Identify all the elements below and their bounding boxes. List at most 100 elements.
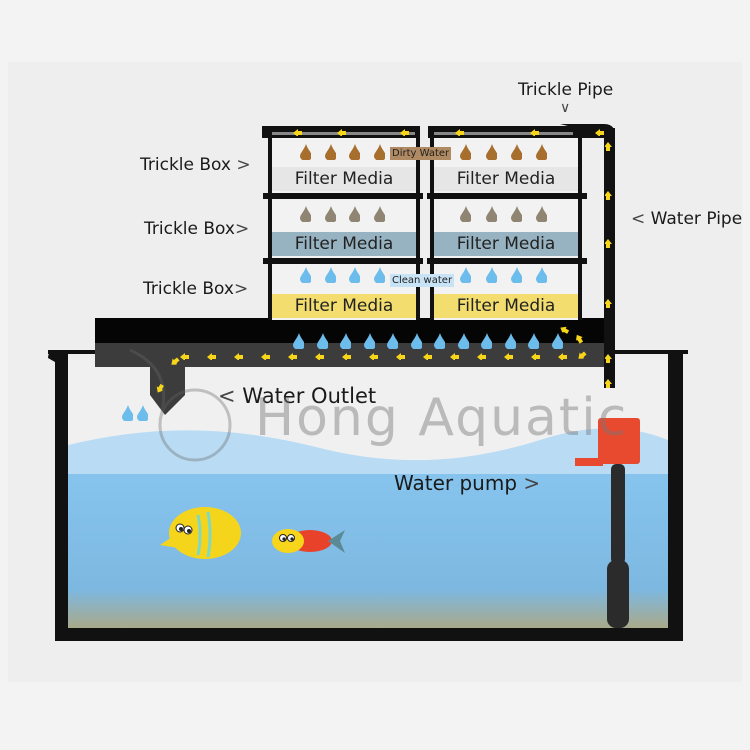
- yellow-fish: [160, 507, 241, 559]
- flow-arrow-icon: [234, 353, 243, 360]
- flow-arrow-icon: [423, 353, 432, 360]
- droplet-icon: [374, 206, 385, 222]
- flow-arrow-icon: [558, 353, 567, 360]
- chevron-right-icon: >: [517, 471, 541, 495]
- droplet-icon: [387, 333, 398, 349]
- trickle-pipe-label: Trickle Pipe: [518, 80, 613, 100]
- flow-arrow-icon: [605, 239, 612, 248]
- flow-arrow-icon: [207, 353, 216, 360]
- droplet-icon: [486, 144, 497, 160]
- flow-arrow-icon: [455, 129, 464, 136]
- droplet-icon: [349, 267, 360, 283]
- trickle-pipe-text: Trickle Pipe: [518, 80, 614, 100]
- droplet-icon: [536, 267, 547, 283]
- filter-media-bottom-left: Filter Media: [272, 294, 416, 318]
- droplet-icon: [293, 333, 304, 349]
- droplet-icon: [434, 333, 445, 349]
- flow-arrow-icon: [531, 353, 540, 360]
- droplet-icon: [551, 333, 563, 349]
- box-post: [430, 132, 434, 320]
- flow-arrow-icon: [605, 299, 612, 308]
- water-pump-text: Water pump: [394, 471, 518, 495]
- droplet-icon: [481, 333, 492, 349]
- droplet-icon: [325, 206, 336, 222]
- flow-arrow-icon: [315, 353, 324, 360]
- box-shelf: [263, 193, 423, 199]
- droplet-icon: [511, 206, 522, 222]
- droplet-icon: [122, 405, 133, 421]
- flow-arrow-icon: [605, 191, 612, 200]
- filter-media-mid-right: Filter Media: [434, 232, 578, 256]
- flow-arrow-icon: [180, 353, 189, 360]
- trickle-box-left: [270, 138, 416, 320]
- chevron-right-icon: >: [233, 279, 249, 299]
- droplet-icon: [300, 267, 311, 283]
- chevron-right-icon: >: [230, 155, 251, 175]
- tank-wall-left: [48, 350, 68, 640]
- flow-arrow-icon: [261, 353, 270, 360]
- tank-wall-bottom: [55, 628, 683, 641]
- flow-arrow-icon: [400, 129, 409, 136]
- chevron-right-icon: >: [234, 219, 250, 239]
- droplet-icon: [374, 144, 385, 160]
- droplet-icon: [457, 333, 469, 349]
- droplet-icon: [486, 206, 497, 222]
- trickle-box-right: [432, 138, 580, 320]
- flow-arrow-icon: [595, 129, 604, 136]
- water-pump-label: Water pump >: [394, 471, 540, 495]
- box-post: [268, 132, 272, 320]
- flow-arrow-icon: [171, 356, 181, 365]
- flow-arrow-icon: [342, 353, 351, 360]
- water-pump-body: [598, 418, 640, 464]
- trickle-box-text: Trickle Box: [144, 219, 235, 239]
- watermark-text: Hong Aquatic: [255, 388, 629, 448]
- droplet-icon: [528, 333, 539, 349]
- flow-arrow-icon: [605, 354, 612, 363]
- filter-media-top-left: Filter Media: [272, 167, 416, 191]
- droplet-icon: [340, 333, 351, 349]
- trickle-box-text: Trickle Box: [140, 155, 231, 175]
- flow-arrow-icon: [575, 334, 584, 345]
- trickle-box-text: Trickle Box: [143, 279, 234, 299]
- flow-arrow-icon: [156, 382, 165, 393]
- flow-arrow-icon: [605, 379, 612, 388]
- outlet-channel: [95, 343, 612, 367]
- flow-arrow-icon: [337, 129, 346, 136]
- droplet-icon: [460, 267, 471, 283]
- dirty-water-tag: Dirty Water: [390, 147, 452, 160]
- pump-intake-tube: [611, 464, 625, 564]
- droplet-icon: [536, 206, 547, 222]
- water-outlet-text: Water Outlet: [242, 384, 377, 408]
- droplet-icon: [349, 206, 360, 222]
- droplet-icon: [137, 405, 148, 421]
- box-post: [416, 132, 420, 320]
- flow-arrow-icon: [560, 326, 571, 335]
- chevron-left-icon: <: [631, 209, 651, 229]
- box-shelf: [427, 193, 587, 199]
- flow-arrow-icon: [477, 353, 486, 360]
- box-post: [578, 132, 582, 320]
- droplet-icon: [300, 144, 311, 160]
- droplet-icon: [316, 333, 328, 349]
- droplet-icon: [325, 267, 336, 283]
- droplet-icon: [460, 144, 471, 160]
- water-pipe-label: < Water Pipe: [631, 209, 742, 229]
- filter-media-mid-left: Filter Media: [272, 232, 416, 256]
- trickle-box-label-3: Trickle Box>: [143, 279, 248, 299]
- water-outlet-label: < Water Outlet: [218, 384, 376, 408]
- flow-arrow-icon: [396, 353, 405, 360]
- droplet-icon: [486, 267, 497, 283]
- droplet-icon: [363, 333, 375, 349]
- droplet-icon: [460, 206, 471, 222]
- filter-media-bottom-right: Filter Media: [434, 294, 578, 318]
- water-body: [68, 474, 668, 628]
- flow-arrow-icon: [578, 350, 588, 359]
- droplet-icon: [504, 333, 516, 349]
- droplet-icon: [374, 267, 385, 283]
- droplet-icon: [511, 144, 522, 160]
- chevron-left-icon: <: [218, 384, 243, 408]
- water-outlet-spout: [150, 367, 185, 415]
- clean-water-tag: Clean water: [390, 274, 455, 287]
- water-pipe: [604, 128, 615, 388]
- droplet-icon: [349, 144, 360, 160]
